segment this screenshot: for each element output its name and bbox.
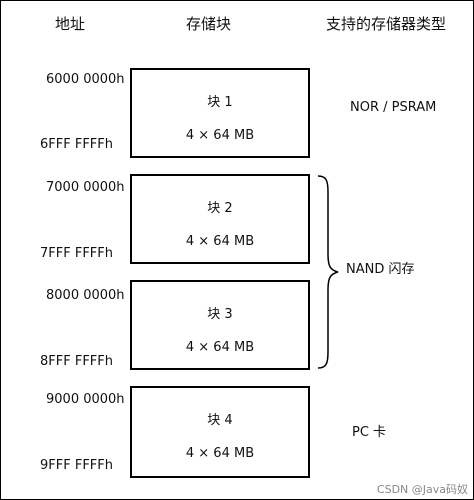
block-4-start-address: 9000 0000h xyxy=(46,392,125,407)
nand-brace-icon xyxy=(317,175,339,369)
block-4-name: 块 4 xyxy=(207,413,233,428)
block-1-size: 4 × 64 MB xyxy=(185,128,255,143)
memory-type-nand: NAND 闪存 xyxy=(346,262,415,277)
memory-type-nor-psram: NOR / PSRAM xyxy=(350,100,437,115)
memory-block-3: 块 3 4 × 64 MB xyxy=(130,280,310,370)
block-2-name: 块 2 xyxy=(207,201,233,216)
memory-type-header: 支持的存储器类型 xyxy=(326,15,447,33)
block-2-start-address: 7000 0000h xyxy=(46,180,125,195)
block-4-end-address: 9FFF FFFFh xyxy=(40,458,113,473)
block-4-size: 4 × 64 MB xyxy=(185,446,255,461)
block-1-start-address: 6000 0000h xyxy=(46,72,125,87)
watermark: CSDN @Java码奴 xyxy=(376,483,468,496)
address-header: 地址 xyxy=(55,15,86,33)
block-3-name: 块 3 xyxy=(207,307,233,322)
block-2-size: 4 × 64 MB xyxy=(185,234,255,249)
memory-block-1: 块 1 4 × 64 MB xyxy=(130,68,310,158)
block-header: 存储块 xyxy=(186,15,232,33)
memory-block-2: 块 2 4 × 64 MB xyxy=(130,174,310,264)
block-1-name: 块 1 xyxy=(207,95,233,110)
block-3-start-address: 8000 0000h xyxy=(46,288,125,303)
block-2-end-address: 7FFF FFFFh xyxy=(40,246,113,261)
block-3-size: 4 × 64 MB xyxy=(185,340,255,355)
block-1-end-address: 6FFF FFFFh xyxy=(40,137,113,152)
block-3-end-address: 8FFF FFFFh xyxy=(40,354,113,369)
memory-type-pc-card: PC 卡 xyxy=(352,425,387,440)
memory-block-4: 块 4 4 × 64 MB xyxy=(130,386,310,478)
